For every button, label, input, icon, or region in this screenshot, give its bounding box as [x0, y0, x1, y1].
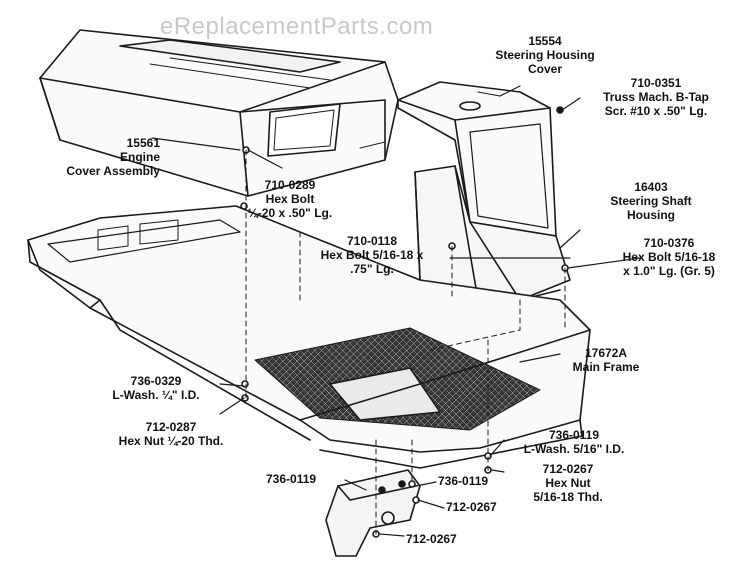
mounting-bracket	[325, 469, 421, 557]
label-hex-bolt-710-0289: 710-0289 Hex Bolt ¼-20 x .50" Lg.	[247, 178, 333, 220]
label-nut-right: 712-0267	[446, 500, 497, 514]
engine-cover	[39, 29, 399, 197]
label-lock-washer-736-0119: 736-0119 L-Wash. 5/16" I.D.	[523, 428, 625, 456]
alignment-lines	[245, 149, 566, 535]
label-hex-nut-712-0287: 712-0287 Hex Nut ¼-20 Thd.	[118, 420, 224, 448]
leader-lines	[151, 85, 641, 537]
steering-shaft-housing	[414, 165, 571, 311]
label-hex-bolt-710-0376: 710-0376 Hex Bolt 5/16-18 x 1.0" Lg. (Gr…	[622, 236, 716, 278]
label-nut-bottom: 712-0267	[406, 532, 457, 546]
watermark: eReplacementParts.com	[160, 13, 434, 40]
label-lock-washer-736-0329: 736-0329 L-Wash. ¼" I.D.	[112, 374, 200, 402]
label-steering-shaft-housing: 16403 Steering Shaft Housing	[610, 180, 692, 222]
label-washer-right: 736-0119	[438, 474, 489, 488]
label-steering-housing-cover: 15554 Steering Housing Cover	[495, 34, 595, 76]
label-hex-nut-712-0267: 712-0267 Hex Nut 5/16-18 Thd.	[533, 462, 603, 504]
label-truss-screw: 710-0351 Truss Mach. B-Tap Scr. #10 x .5…	[603, 76, 709, 118]
label-hex-bolt-710-0118: 710-0118 Hex Bolt 5/16-18 x .75" Lg.	[320, 234, 424, 276]
main-frame	[27, 205, 591, 469]
label-engine-cover: 15561 Engine Cover Assembly	[66, 136, 160, 178]
label-main-frame: 17672A Main Frame	[572, 346, 640, 374]
label-washer-left: 736-0119	[266, 472, 317, 486]
